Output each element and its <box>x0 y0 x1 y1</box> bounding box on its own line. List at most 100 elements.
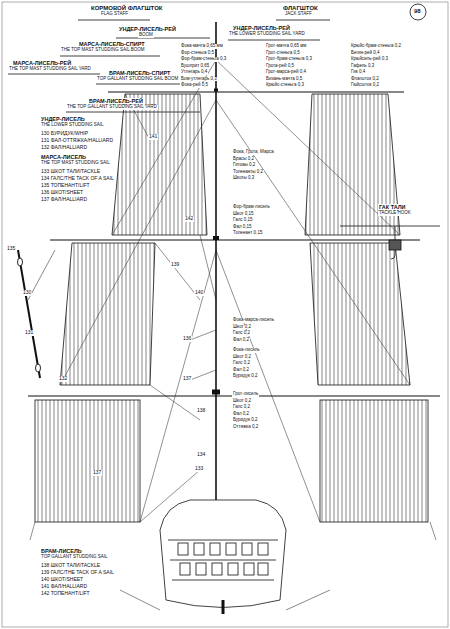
part-label: УНДЕР-ЛИСЕЛЬ <box>40 116 86 122</box>
part-label: ФЛАГШТОК <box>282 5 319 12</box>
callout-number: 138 <box>196 408 206 414</box>
part-label: Грот-марса-рей 0,4 <box>265 70 307 75</box>
part-label: TACKLE HOOK <box>378 211 412 216</box>
part-label: Галс 0,2 <box>232 405 251 410</box>
part-label: БРАМ-ЛИСЕЛЬ <box>40 548 83 554</box>
callout-number: 137 <box>182 376 192 382</box>
part-label: Фал 0,2 <box>232 368 250 373</box>
callout-number: 139 <box>170 262 180 268</box>
part-label: Фока-мачта 0,65 мм <box>180 44 224 49</box>
part-label: Топенант 0,15 <box>232 231 263 236</box>
part-label: МАРСА-ЛИСЕЛЬ <box>40 154 87 160</box>
part-label: TOP GALLANT STUDDING SAIL BOOM <box>96 77 179 82</box>
part-label: Шкоты 0,3 <box>232 176 255 181</box>
part-label: 139 ГАЛС/THE TACK OF A SAIL <box>40 570 115 576</box>
part-label: Грот-стеньга 0,5 <box>265 51 301 56</box>
mast <box>212 22 220 540</box>
part-label: Крюйс-стеньга 0,3 <box>265 83 305 88</box>
part-label: THE TOP GALLANT STUDDING SAIL YARD <box>66 105 158 110</box>
part-label: Грот-брам-стеньга 0,3 <box>265 57 313 62</box>
part-label: Флагшток 0,2 <box>350 77 380 82</box>
part-label: THE TOP MAST STUDDING SAIL <box>40 161 111 166</box>
ship-stern <box>120 500 330 614</box>
part-label: КОРМОВОЙ ФЛАГШТОК <box>90 5 163 12</box>
part-label: 134 ГАЛС/THE TACK OF A SAIL <box>40 176 115 182</box>
part-label: Буридук 0,2 <box>232 374 258 379</box>
part-label: Галс 0,2 <box>232 361 251 366</box>
callout-number: 141 <box>148 134 158 140</box>
callout-number: 98 <box>413 8 422 15</box>
callout-number: 136 <box>182 336 192 342</box>
part-label: Фор-брам-стеньга 0,3 <box>180 57 227 62</box>
part-label: Шкот 0,2 <box>232 325 252 330</box>
part-label: МАРСА-ЛИСЕЛЬ-РЕЙ <box>12 60 72 66</box>
part-label: Фока-марса-лисель <box>232 318 275 323</box>
part-label: Крюйс-брам-стеньга 0,2 <box>350 44 402 49</box>
part-label: МАРСА-ЛИСЕЛЬ-СПИРТ <box>78 41 146 47</box>
part-label: Гик 0,4 <box>350 70 366 75</box>
part-label: Гитовы 0,2 <box>232 163 256 168</box>
part-label: Фока-рей 0,5 <box>180 83 209 88</box>
part-label: Грот-лисель <box>232 392 259 397</box>
part-label: 133 ШКОТ ТАЛИ/TACKLE <box>40 169 101 175</box>
part-label: Бом-утлегарь 0,3 <box>180 77 218 82</box>
part-label: BOOM <box>138 33 154 38</box>
part-label: THE TOP MAST STUDDING SAIL YARD <box>8 67 92 72</box>
part-label: Шкот 0,15 <box>232 212 255 217</box>
part-label: JACK STAFF <box>284 12 313 17</box>
part-label: Галс 0,2 <box>232 331 251 336</box>
part-label: 130 БУРИДУК/WHIP <box>40 131 89 137</box>
part-label: 136 ШКОТ/SHEET <box>40 190 84 196</box>
part-label: Фока, Грота, Марса <box>232 150 275 155</box>
part-label: ГАК ТАЛИ <box>378 204 407 210</box>
part-label: THE TOP MAST STUDDING SAIL BOOM <box>60 48 146 53</box>
part-label: Бизань-мачта 0,5 <box>265 77 303 82</box>
part-label: Фал 0,2 <box>232 412 250 417</box>
part-label: TOP GALLANT STUDDING SAIL <box>40 555 109 560</box>
part-label: Грот-мачта 0,65 мм <box>265 44 307 49</box>
callout-number: 131 <box>24 330 34 336</box>
part-label: Бушприт 0,65 <box>180 64 210 69</box>
part-label: FLAG STAFF <box>100 12 129 17</box>
callout-number: 133 <box>194 466 204 472</box>
page-circle <box>410 4 426 20</box>
part-label: Грота-рей 0,5 <box>265 64 295 69</box>
part-label: Бегин-рей 0,4 <box>350 51 381 56</box>
part-label: Фал 0,15 <box>232 225 253 230</box>
part-label: Галс 0,15 <box>232 218 254 223</box>
part-label: 137 ФАЛ/HALLIARD <box>40 197 88 203</box>
part-label: Оттяжка 0,2 <box>232 425 259 430</box>
part-label: Фока-лисель <box>232 348 261 353</box>
yards <box>28 92 440 396</box>
part-label: Крюйсель-рей 0,3 <box>350 57 389 62</box>
part-label: БРАМ-ЛИСЕЛЬ-РЕЙ <box>88 98 144 104</box>
callout-number: 135 <box>6 246 16 252</box>
part-label: 132 ФАЛ/HALLIARD <box>40 145 88 151</box>
part-label: Топенанты 0,2 <box>232 170 264 175</box>
boom-with-blocks <box>18 250 56 378</box>
part-label: Фор-брам-лисель <box>232 205 271 210</box>
callout-number: 137 <box>92 470 102 476</box>
part-label: 140 ШКОТ/SHEET <box>40 577 84 583</box>
part-label: Буридук 0,2 <box>232 418 258 423</box>
part-label: 135 ТОПЕНАНТ/LIFT <box>40 183 91 189</box>
part-label: Шкот 0,2 <box>232 399 252 404</box>
part-label: 138 ШКОТ ТАЛИ/TACKLE <box>40 563 101 569</box>
part-label: 142 ТОПЕНАНТ/LIFT <box>40 591 91 597</box>
part-label: 141 ФАЛ/HALLIARD <box>40 584 88 590</box>
part-label: УНДЕР-ЛИСЕЛЬ-РЕЙ <box>118 26 177 32</box>
part-label: УНДЕР-ЛИСЕЛЬ-РЕЙ <box>232 25 291 31</box>
part-label: Гафель 0,3 <box>350 64 375 69</box>
rigging-lines <box>30 60 436 540</box>
part-label: Шкот 0,2 <box>232 355 252 360</box>
callout-number: 130 <box>22 290 32 296</box>
callout-number: 132 <box>58 376 68 382</box>
callout-number: 134 <box>196 452 206 458</box>
callout-number: 140 <box>194 290 204 296</box>
part-label: Фор-стеньга 0,5 <box>180 51 215 56</box>
studding-sails <box>35 94 428 522</box>
part-label: БРАМ-ЛИСЕЛЬ-СПИРТ <box>108 70 171 76</box>
